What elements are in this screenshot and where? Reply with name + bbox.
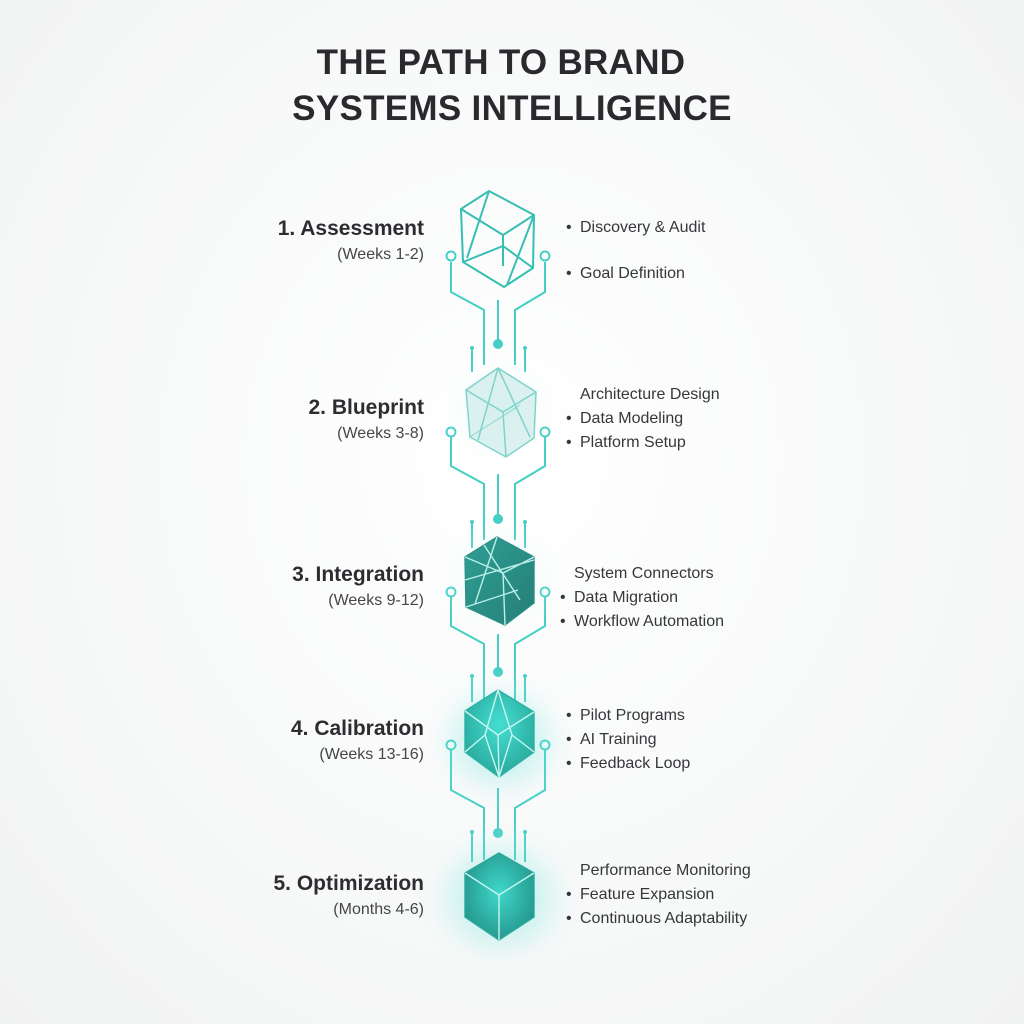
connector-1-2: [450, 262, 546, 372]
stage-5-name: 5. Optimization: [273, 872, 424, 895]
stage-5-label: 5. Optimization (Months 4-6): [273, 871, 424, 921]
stage-3-tasks: System Connectors •Data Migration •Workf…: [560, 562, 724, 634]
solid-crystal-icon: [464, 536, 535, 626]
task-item: •AI Training: [566, 731, 657, 748]
task-item: •Feature Expansion: [566, 886, 715, 903]
stage-4-label: 4. Calibration (Weeks 13-16): [291, 716, 424, 766]
task-item: •Feedback Loop: [566, 755, 691, 772]
stage-5-tasks: Performance Monitoring •Feature Expansio…: [566, 859, 751, 931]
stage-2-label: 2. Blueprint (Weeks 3-8): [308, 395, 424, 445]
stage-3-duration: (Weeks 9-12): [328, 592, 424, 609]
stage-1-label: 1. Assessment (Weeks 1-2): [278, 216, 424, 266]
stage-4-name: 4. Calibration: [290, 717, 424, 740]
connector-2-3: [450, 437, 546, 548]
task-item: Performance Monitoring: [580, 862, 751, 879]
title-line-2: SYSTEMS INTELLIGENCE: [292, 89, 732, 128]
task-item: •Pilot Programs: [566, 707, 685, 724]
stage-5-duration: (Months 4-6): [333, 901, 424, 918]
stage-1-duration: (Weeks 1-2): [337, 246, 424, 263]
task-item: •Discovery & Audit: [566, 219, 706, 236]
stage-3-name: 3. Integration: [292, 563, 424, 586]
stage-1-name: 1. Assessment: [277, 217, 424, 240]
page-title: THE PATH TO BRAND SYSTEMS INTELLIGENCE: [0, 40, 1024, 132]
stage-4-duration: (Weeks 13-16): [319, 746, 424, 763]
task-item: Architecture Design: [580, 386, 720, 403]
task-item: •Goal Definition: [566, 265, 685, 282]
stage-3-label: 3. Integration (Weeks 9-12): [292, 562, 424, 612]
task-item: •Platform Setup: [566, 434, 686, 451]
stage-2-duration: (Weeks 3-8): [337, 425, 424, 442]
stage-2-name: 2. Blueprint: [308, 396, 424, 419]
stage-1-tasks: •Discovery & Audit •Goal Definition: [566, 205, 705, 297]
task-item: •Workflow Automation: [560, 613, 724, 630]
glowing-gem-icon: [464, 689, 535, 778]
task-item: •Data Modeling: [566, 410, 684, 427]
task-item: •Continuous Adaptability: [566, 910, 748, 927]
task-item: •Data Migration: [560, 589, 679, 606]
glowing-cube-icon: [464, 852, 535, 941]
translucent-crystal-icon: [465, 367, 537, 458]
wireframe-cube-icon: [460, 190, 535, 288]
stage-2-tasks: Architecture Design •Data Modeling •Plat…: [566, 383, 720, 455]
title-line-1: THE PATH TO BRAND: [316, 43, 686, 82]
task-item: System Connectors: [574, 565, 714, 582]
stage-4-tasks: •Pilot Programs •AI Training •Feedback L…: [566, 704, 690, 776]
